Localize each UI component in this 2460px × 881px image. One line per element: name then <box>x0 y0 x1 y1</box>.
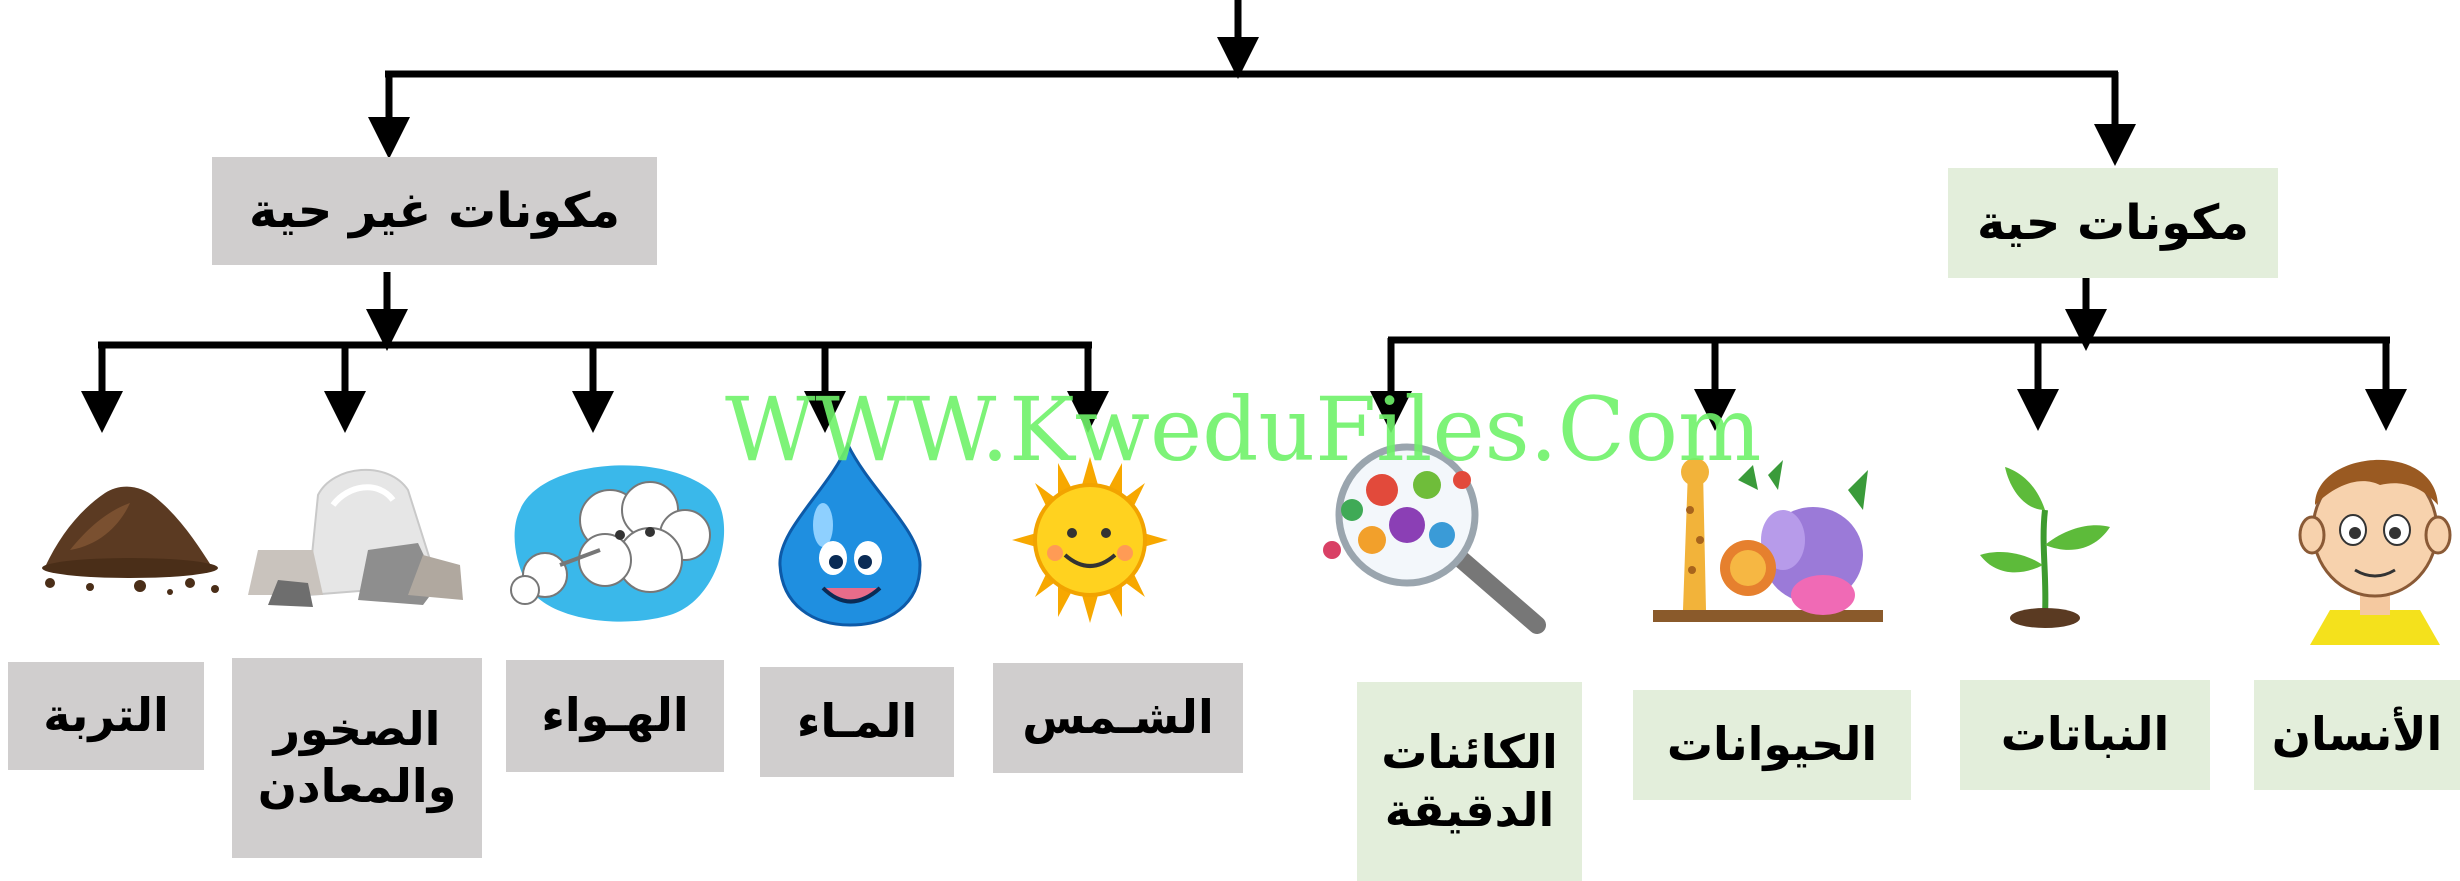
sun-face-icon <box>1012 457 1168 623</box>
living-components-label: مكونات حية <box>1977 195 2250 251</box>
sprout-icon <box>1980 467 2110 628</box>
boy-face-icon <box>2298 459 2452 645</box>
item-human-box: الأنسان <box>2254 680 2460 790</box>
microbes-magnifier-icon <box>1323 443 1546 634</box>
item-animals-box: الحيوانات <box>1633 690 1911 800</box>
animals-group-icon <box>1653 458 1883 622</box>
nonliving-components-box: مكونات غير حية <box>212 157 657 265</box>
item-sun-label: الشـمس <box>1022 690 1214 745</box>
wind-cloud-face-icon <box>510 465 725 622</box>
item-soil-label: التربة <box>43 688 169 743</box>
water-drop-face-icon <box>778 441 922 627</box>
item-sun-box: الشـمس <box>993 663 1243 773</box>
living-components-box: مكونات حية <box>1948 168 2278 278</box>
item-plants-label: النباتات <box>2000 707 2170 762</box>
item-soil-box: التربة <box>8 662 204 770</box>
item-rocks-minerals-label: الصخور والمعادن <box>257 701 457 814</box>
item-microorganisms-label: الكائنات الدقيقة <box>1381 725 1558 837</box>
nonliving-components-label: مكونات غير حية <box>249 183 620 239</box>
rocks-icon <box>248 469 463 607</box>
item-animals-label: الحيوانات <box>1666 717 1878 772</box>
item-water-label: المـاء <box>796 694 918 749</box>
watermark-text: WWW.KweduFiles.Com <box>725 378 1762 481</box>
soil-pile-icon <box>42 486 219 595</box>
item-air-box: الهـواء <box>506 660 724 772</box>
item-human-label: الأنسان <box>2271 707 2443 762</box>
item-air-label: الهـواء <box>541 688 689 743</box>
item-plants-box: النباتات <box>1960 680 2210 790</box>
item-microorganisms-box: الكائنات الدقيقة <box>1357 682 1582 881</box>
item-water-box: المـاء <box>760 667 954 777</box>
item-rocks-minerals-box: الصخور والمعادن <box>232 658 482 858</box>
